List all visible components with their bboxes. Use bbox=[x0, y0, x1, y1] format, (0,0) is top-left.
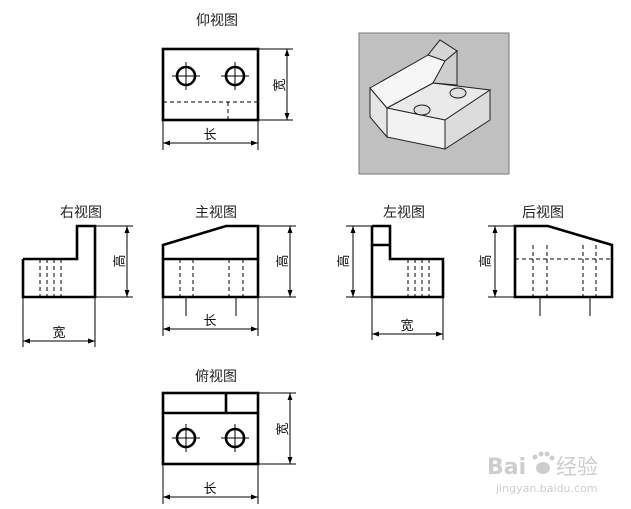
watermark: Bai 经验 jingyan.baidu.com bbox=[487, 451, 598, 495]
dim-height-label: 高 bbox=[275, 254, 291, 267]
watermark-url: jingyan.baidu.com bbox=[495, 482, 598, 495]
front-view: 主视图 高 长 bbox=[161, 205, 296, 336]
isometric-3d-image bbox=[358, 32, 510, 175]
right-view-title: 右视图 bbox=[60, 205, 102, 221]
watermark-brand2: 经验 bbox=[556, 455, 598, 479]
dim-width-label: 宽 bbox=[52, 325, 65, 341]
front-view-title: 主视图 bbox=[195, 205, 237, 221]
left-view: 左视图 高 宽 bbox=[336, 205, 445, 340]
watermark-brand: Bai bbox=[487, 455, 526, 480]
top-view: 俯视图 宽 长 bbox=[161, 369, 296, 504]
dim-length-label: 长 bbox=[203, 482, 216, 497]
dim-width-label: 宽 bbox=[400, 318, 413, 334]
dim-length-label: 长 bbox=[203, 314, 216, 329]
left-view-title: 左视图 bbox=[383, 205, 425, 221]
dim-width-label: 宽 bbox=[275, 422, 291, 435]
dim-height-label: 高 bbox=[478, 254, 494, 267]
dim-height-label: 高 bbox=[336, 254, 352, 267]
dim-height-label: 高 bbox=[112, 254, 128, 267]
paw-icon bbox=[532, 451, 555, 474]
back-view: 后视图 高 bbox=[478, 205, 614, 316]
dim-length-label: 长 bbox=[203, 128, 216, 143]
bottom-view: 仰视图 宽 长 bbox=[161, 13, 293, 150]
top-view-title: 俯视图 bbox=[195, 369, 237, 385]
dim-width-label: 宽 bbox=[272, 78, 288, 91]
back-view-title: 后视图 bbox=[522, 205, 564, 221]
right-view: 右视图 高 宽 bbox=[21, 205, 133, 347]
bottom-view-title: 仰视图 bbox=[196, 13, 238, 29]
